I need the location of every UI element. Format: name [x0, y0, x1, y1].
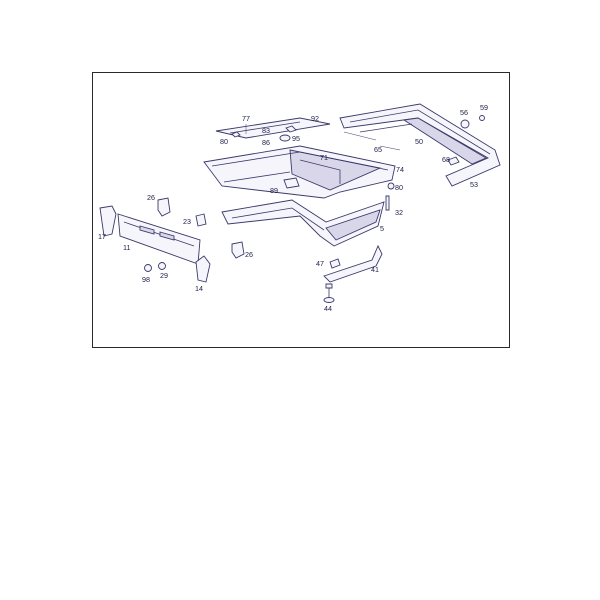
callout-41: 41 [371, 265, 379, 274]
callout-92: 92 [311, 114, 319, 123]
bumper-shell-part [339, 103, 501, 187]
callout-74: 74 [396, 165, 404, 174]
nut-part [144, 264, 152, 272]
holder-part [231, 241, 245, 259]
bolt-part [323, 283, 335, 303]
callout-95: 95 [292, 134, 300, 143]
clip-part [385, 195, 390, 211]
callout-44: 44 [324, 304, 332, 313]
callout-71: 71 [320, 153, 328, 162]
callout-11: 11 [123, 243, 130, 252]
bumper-cover-part [203, 145, 396, 199]
nut-part [387, 182, 395, 190]
callout-53: 53 [470, 180, 478, 189]
callout-68: 68 [442, 155, 450, 164]
sleeve-part [195, 213, 207, 227]
callout-77: 77 [242, 114, 250, 123]
callout-83: 83 [262, 126, 270, 135]
callout-5: 5 [380, 224, 384, 233]
holder-part [157, 197, 171, 217]
callout-29: 29 [160, 271, 168, 280]
callout-17: 17 [98, 232, 106, 241]
callout-59: 59 [480, 103, 488, 112]
end-piece-part [195, 255, 211, 283]
lower-strip-part [323, 244, 383, 283]
impact-strip-part [221, 199, 385, 247]
callout-80: 80 [220, 137, 228, 146]
callout-26: 26 [147, 193, 155, 202]
callout-86: 86 [262, 138, 270, 147]
bracket-part [283, 177, 300, 189]
callout-80b: 80 [395, 183, 403, 192]
callout-56: 56 [460, 108, 468, 117]
callout-89: 89 [270, 186, 278, 195]
callout-23: 23 [183, 217, 191, 226]
trim-strip-part [215, 117, 331, 142]
callout-14: 14 [195, 284, 203, 293]
callout-50: 50 [415, 137, 423, 146]
nut-part [158, 262, 166, 270]
mount-bracket-part [99, 205, 117, 237]
callout-32: 32 [395, 208, 403, 217]
callout-labels: 77 92 56 59 80 83 86 95 65 50 71 74 68 8… [98, 103, 488, 313]
callout-26b: 26 [245, 250, 253, 259]
callout-47: 47 [316, 259, 324, 268]
callout-65: 65 [374, 145, 382, 154]
callout-98: 98 [142, 275, 150, 284]
